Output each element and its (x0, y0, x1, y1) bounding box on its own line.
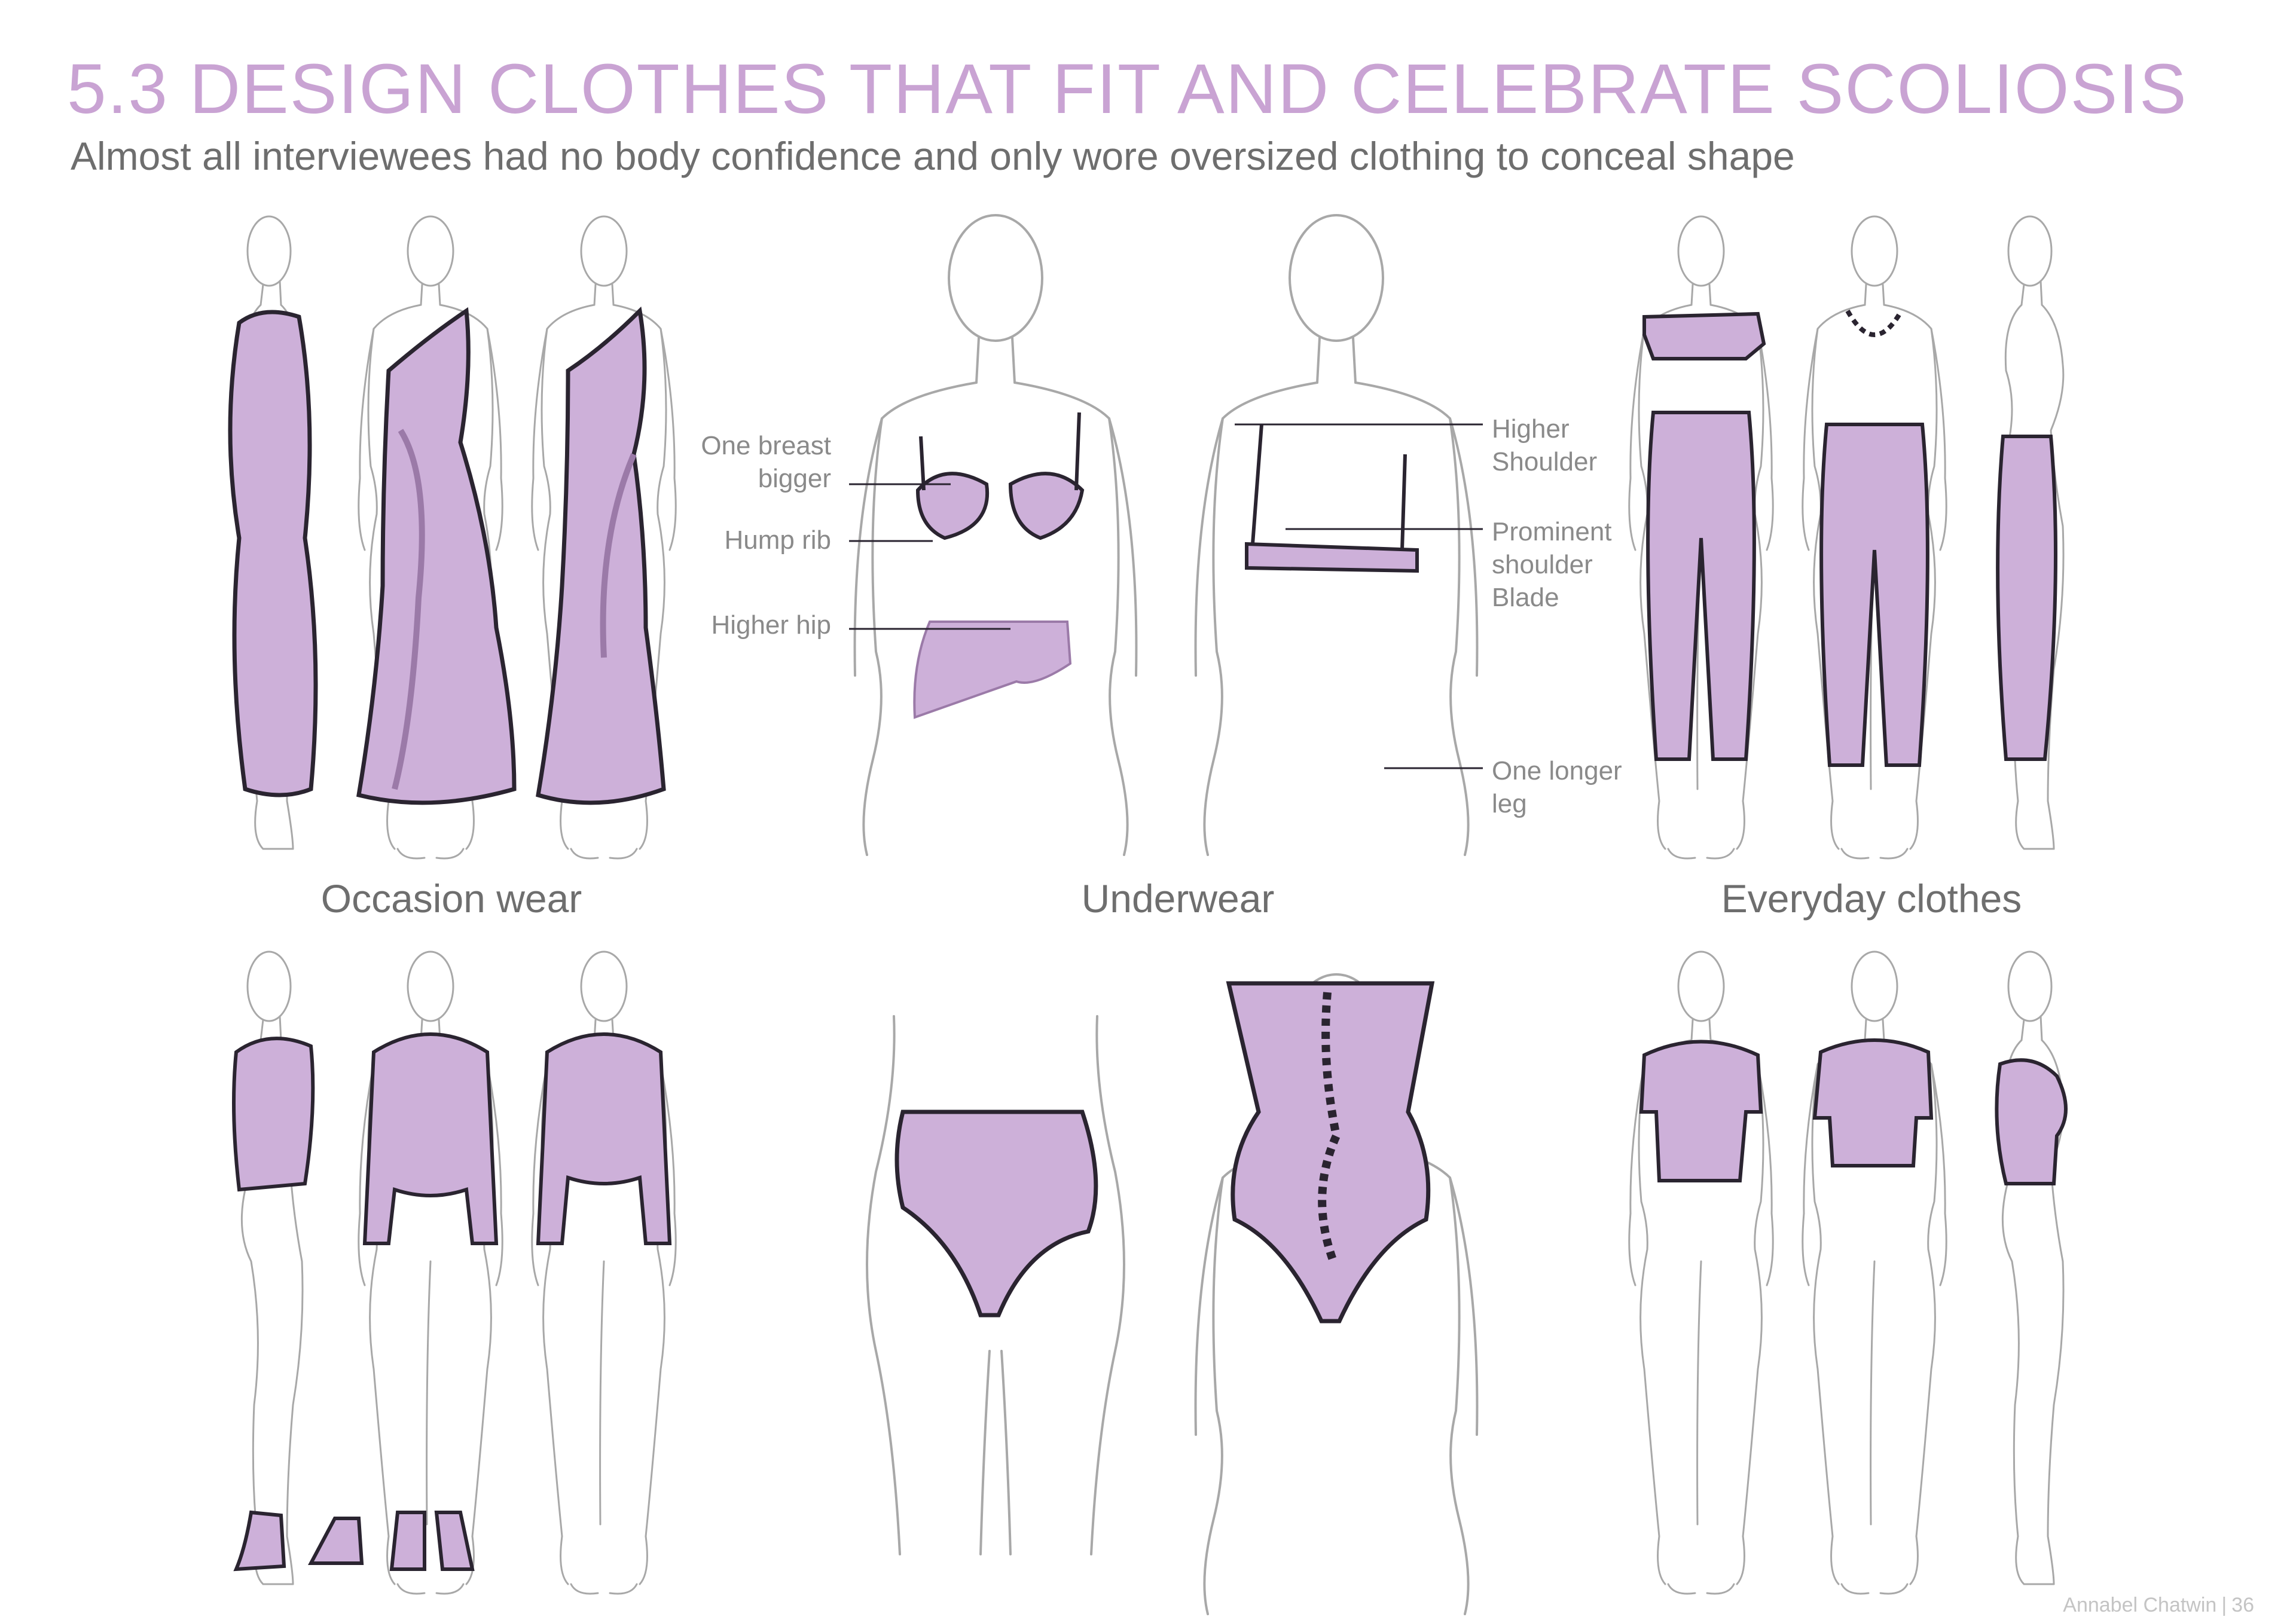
annotation-one-breast-bigger: One breast bigger (701, 431, 831, 493)
annotation-one-longer-leg: One longer leg (1492, 756, 1622, 818)
annotation-higher-hip: Higher hip (711, 610, 831, 640)
footer-separator: | (2221, 1594, 2227, 1616)
underwear-brief-figures (866, 973, 1479, 1615)
annotation-hump-rib: Hump rib (724, 525, 832, 555)
footer-author: Annabel Chatwin (2063, 1594, 2217, 1616)
annotation-higher-shoulder: Higher Shoulder (1492, 414, 1598, 476)
footer-page-number: 36 (2231, 1594, 2254, 1616)
section-label-underwear: Underwear (1081, 876, 1275, 921)
section-label-occasion-wear: Occasion wear (320, 876, 582, 921)
underwear-torso-figures (849, 214, 1483, 856)
page-subtitle: Almost all interviewees had no body conf… (71, 134, 1795, 178)
occasion-jacket-figures (232, 950, 677, 1595)
section-label-everyday-clothes: Everyday clothes (1721, 876, 2022, 921)
annotation-prominent-shoulder-blade: Prominent shoulder Blade (1492, 517, 1612, 612)
page-title: 5.3 DESIGN CLOTHES THAT FIT AND CELEBRAT… (67, 50, 2188, 129)
occasion-dress-figures (228, 215, 677, 860)
everyday-top-figures (1628, 950, 2068, 1595)
everyday-trouser-figures (1628, 215, 2065, 860)
page-footer: Annabel Chatwin|36 (2063, 1595, 2254, 1615)
